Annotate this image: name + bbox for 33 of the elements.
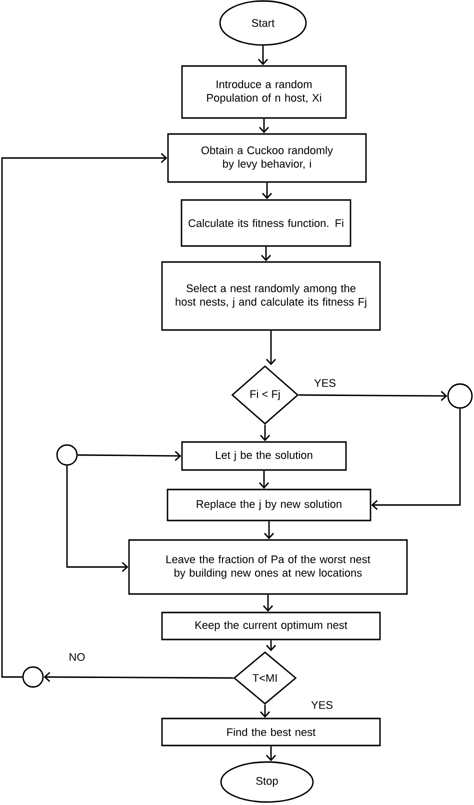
arrow bbox=[44, 672, 234, 682]
arrow bbox=[260, 704, 270, 718]
process-box: Select a nest randomly among the host nests, j and calculate its fitness Fj bbox=[161, 261, 381, 331]
arrow bbox=[78, 450, 182, 461]
process-box: Keep the current optimum nest bbox=[161, 612, 381, 640]
process-box: Replace the j by new solution bbox=[166, 488, 372, 522]
arrow bbox=[260, 246, 272, 262]
edge-label: NO bbox=[68, 652, 86, 662]
arrow bbox=[258, 470, 270, 489]
process-box: Introduce a random Population of n host, Xi bbox=[181, 65, 347, 119]
arrow bbox=[66, 466, 128, 572]
process-box: Let j be the solution bbox=[181, 441, 347, 471]
process-box: Find the best nest bbox=[161, 718, 381, 746]
arrow bbox=[266, 640, 276, 652]
process-box: Calculate its fitness function. Fi bbox=[180, 199, 352, 247]
arrow bbox=[371, 408, 461, 510]
process-box: Obtain a Cuckoo randomly by levy behavior, i bbox=[167, 133, 367, 183]
connector-circle bbox=[22, 666, 44, 688]
edge-label: YES bbox=[313, 378, 337, 388]
connector-circle bbox=[447, 383, 473, 409]
arrow bbox=[266, 746, 276, 762]
arrow bbox=[258, 46, 268, 66]
arrow bbox=[298, 390, 448, 401]
arrow bbox=[266, 330, 276, 366]
arrow bbox=[258, 118, 270, 134]
arrow bbox=[262, 182, 272, 200]
arrow bbox=[260, 424, 270, 442]
arrow bbox=[1, 152, 168, 678]
process-box: Leave the fraction of Pa of the worst nest by building new ones at new locations bbox=[128, 539, 408, 595]
arrow bbox=[264, 521, 274, 540]
edge-label: YES bbox=[310, 700, 334, 710]
connector-circle bbox=[56, 444, 78, 466]
arrow bbox=[262, 594, 274, 612]
